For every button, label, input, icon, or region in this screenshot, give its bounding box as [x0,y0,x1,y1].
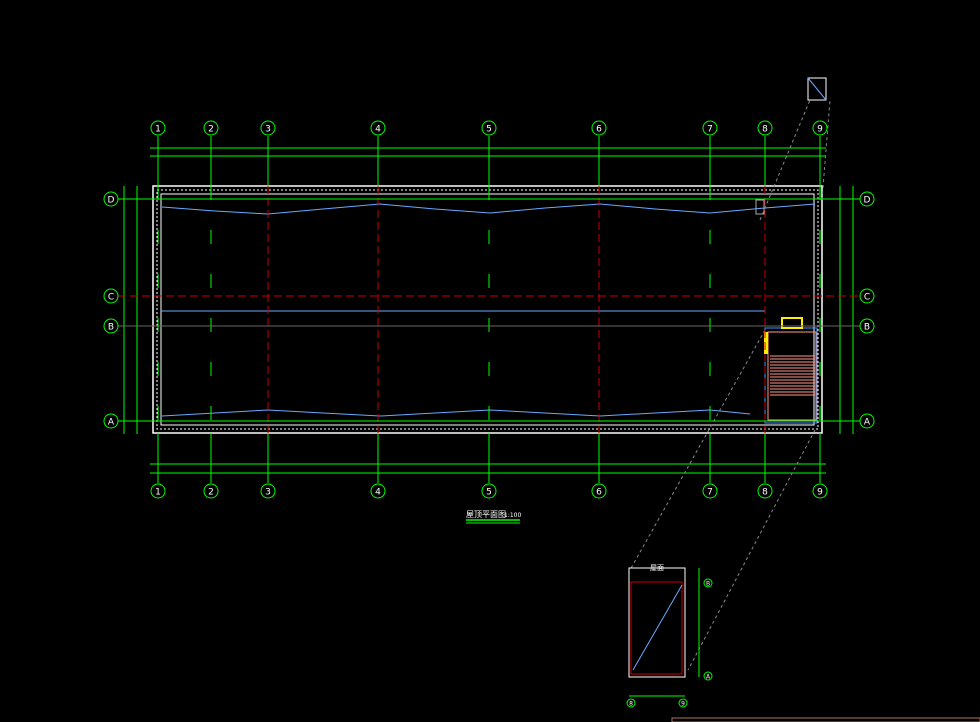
axis-bubble-col [757,120,773,136]
roof-outline-outer [152,185,823,434]
axis-bubble-col [150,483,166,499]
axis-bubble-col [812,120,828,136]
axis-label-row: D [864,196,871,206]
detail-leader [629,329,766,571]
detail-axis-bubble [678,698,688,708]
title-block-edge [671,717,980,722]
axis-bubble-row [103,191,119,207]
axis-label-col: 3 [265,125,271,135]
axis-bubble-row [103,288,119,304]
axis-bubble-col [203,120,219,136]
axis-bubble-col [812,483,828,499]
axis-bubble-row [859,288,875,304]
axis-label-col: 1 [155,488,161,498]
axis-bubble-col [203,483,219,499]
axis-label-col: 3 [265,488,271,498]
stair-treads [770,355,815,396]
axis-label-row: A [864,418,871,428]
axis-label-col: 2 [208,125,214,135]
axis-label-col: 8 [762,125,768,135]
stair-roof-detail-slope [632,584,683,671]
detail-axis-label: 8 [629,701,633,708]
axis-bubble-col [757,483,773,499]
parapet-line [156,189,819,430]
drain-detail-box [807,77,827,101]
axis-bubble-col [481,120,497,136]
axis-bubble-row [859,413,875,429]
detail-leader [821,99,831,201]
axis-label-col: 5 [486,125,492,135]
axis-label-col: 2 [208,488,214,498]
axis-label-col: 6 [596,488,602,498]
axis-bubble-row [103,318,119,334]
axis-label-col: 4 [375,488,381,498]
axis-bubble-col [150,120,166,136]
axis-bubble-row [103,413,119,429]
axis-label-col: 6 [596,125,602,135]
axis-label-row: A [108,418,115,428]
gutter-line-top [161,203,816,215]
axis-bubble-col [591,483,607,499]
axis-bubble-row [859,318,875,334]
axis-label-col: 8 [762,488,768,498]
drawing-scale: 1:100 [504,512,521,519]
axis-label-col: 9 [817,125,823,135]
roof-drain-box [755,199,765,215]
roof-hatch [781,317,803,329]
detail-leader [687,429,816,671]
stair-door [764,332,768,354]
axis-label-col: 4 [375,125,381,135]
axis-label-row: C [108,293,114,303]
detail-axis-bubble [703,671,713,681]
drain-detail-slope [807,77,827,101]
axis-bubble-col [370,483,386,499]
axis-bubble-col [591,120,607,136]
axis-bubble-row [859,191,875,207]
stair-roof-detail-wall [630,581,683,675]
stair-enclosure [764,327,818,424]
axis-label-row: B [864,323,870,333]
detail-axis-label: 9 [681,701,685,708]
detail-leader [759,99,811,221]
axis-bubble-col [260,120,276,136]
axis-label-col: 9 [817,488,823,498]
gutter-line-bottom [161,409,751,417]
axis-bubble-col [370,120,386,136]
stair-roof-detail-outline [628,567,686,678]
axis-label-row: B [108,323,114,333]
drawing-title: 屋顶平面图 [466,510,506,519]
axis-label-row: C [864,293,870,303]
axis-label-col: 7 [707,125,713,135]
axis-bubble-col [702,483,718,499]
detail-title: 屋面 [650,564,664,572]
detail-axis-bubble [703,578,713,588]
axis-label-col: 7 [707,488,713,498]
roof-outline-inner [160,193,815,426]
detail-axis-label: A [706,674,711,681]
axis-bubble-col [260,483,276,499]
axis-bubble-col [481,483,497,499]
axis-label-col: 1 [155,125,161,135]
detail-axis-label: B [706,581,710,588]
axis-bubble-col [702,120,718,136]
axis-label-col: 5 [486,488,492,498]
detail-axis-bubble [626,698,636,708]
stair-wall [767,331,817,421]
axis-label-row: D [108,196,115,206]
